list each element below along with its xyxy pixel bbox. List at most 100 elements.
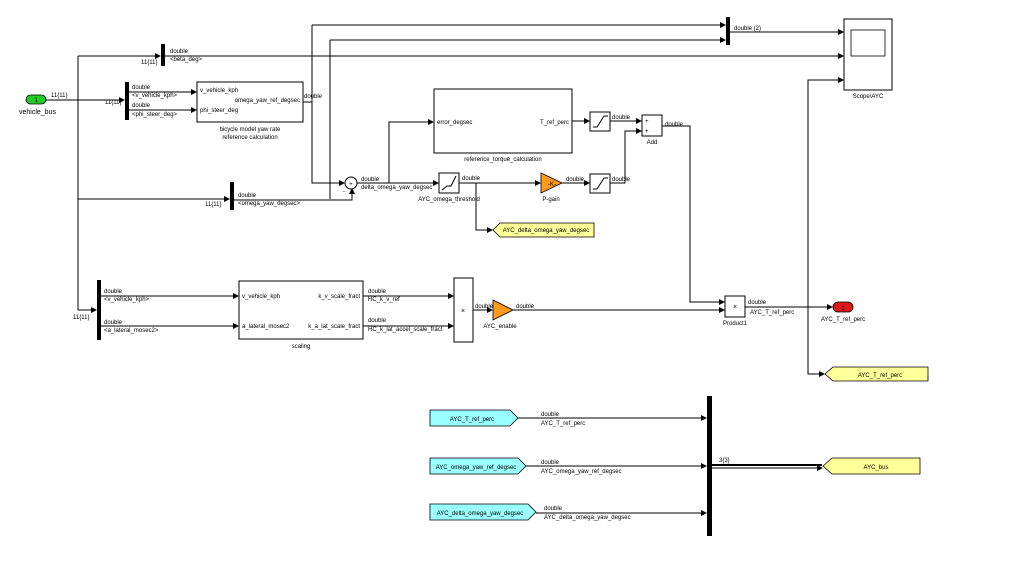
svg-text:<v_vehicle_kph>: <v_vehicle_kph> <box>132 93 178 99</box>
svg-text:AYC_T_ref_perc: AYC_T_ref_perc <box>450 417 494 423</box>
svg-text:<phi_steer_deg>: <phi_steer_deg> <box>132 112 178 118</box>
saturation-upper[interactable] <box>589 111 611 132</box>
svg-text:double: double <box>304 94 323 100</box>
svg-text:11{11}: 11{11} <box>141 60 157 66</box>
reference-torque-block[interactable]: error_degsec T_ref_perc <box>433 88 573 154</box>
svg-text:double: double <box>566 177 585 183</box>
scaling-block[interactable]: v_vehicle_kph a_lateral_mosec2 k_v_scale… <box>238 280 364 340</box>
svg-text:+: + <box>645 129 649 135</box>
inport-vehicle-bus[interactable]: 1 <box>25 94 47 105</box>
svg-text:AYC_T_ref_perc: AYC_T_ref_perc <box>750 310 794 316</box>
sum-minus-sign: - <box>343 189 345 195</box>
svg-text:AYC_bus: AYC_bus <box>864 465 889 471</box>
bus-trunk <box>46 99 79 310</box>
svg-text:×: × <box>461 308 465 315</box>
svg-text:<omega_yaw_degsec>: <omega_yaw_degsec> <box>238 201 301 207</box>
svg-text:double: double <box>170 49 189 55</box>
svg-text:double: double <box>361 177 380 183</box>
outport-label: AYC_T_ref_perc <box>821 317 865 323</box>
goto-tag-ayc-bus[interactable]: AYC_bus <box>822 457 921 475</box>
svg-text:+: + <box>645 119 649 125</box>
svg-text:AYC_delta_omega_yaw_degsec: AYC_delta_omega_yaw_degsec <box>503 228 590 234</box>
reference-torque-caption: reference_torque_calculation <box>464 157 541 163</box>
p-gain-label: P-gain <box>542 197 559 203</box>
omega-threshold-block[interactable] <box>438 172 460 194</box>
svg-text:double: double <box>475 304 494 310</box>
svg-text:×: × <box>733 304 737 311</box>
product1-label: Product1 <box>723 321 748 327</box>
svg-text:double: double <box>665 122 684 128</box>
svg-text:1: 1 <box>34 98 38 104</box>
svg-text:<beta_deg>: <beta_deg> <box>170 57 203 63</box>
svg-text:double: double <box>748 300 767 306</box>
svg-text:double: double <box>541 412 560 418</box>
svg-text:double: double <box>104 320 123 326</box>
svg-text:double: double <box>462 176 481 182</box>
bus-selector-omega-yaw[interactable] <box>230 182 234 210</box>
inport-vehicle-bus-label: vehicle_bus <box>19 109 56 116</box>
sum-block[interactable]: + <box>344 176 358 190</box>
svg-text:double: double <box>612 177 631 183</box>
svg-text:-K-: -K- <box>548 182 556 188</box>
ayc-enable-gain[interactable] <box>492 299 514 321</box>
svg-text:v_vehicle_kph: v_vehicle_kph <box>200 88 238 94</box>
goto-tag-t-ref[interactable]: AYC_T_ref_perc <box>824 366 929 382</box>
scope-block[interactable] <box>843 18 893 91</box>
svg-text:double (2): double (2) <box>734 26 761 32</box>
svg-text:<a_lateral_mosec2>: <a_lateral_mosec2> <box>104 328 159 334</box>
bicycle-caption-2: reference calculation <box>222 135 277 141</box>
scaling-caption: scaling <box>292 344 311 350</box>
outport-ayc-t-ref[interactable]: 1 <box>832 301 854 313</box>
svg-text:delta_omega_yaw_degsec: delta_omega_yaw_degsec <box>361 185 432 191</box>
svg-text:double: double <box>132 103 151 109</box>
svg-text:AYC_T_ref_perc: AYC_T_ref_perc <box>541 421 585 427</box>
svg-text:AYC_omega_yaw_ref_degsec: AYC_omega_yaw_ref_degsec <box>436 465 517 471</box>
svg-text:3{3}: 3{3} <box>719 458 730 464</box>
bus-creator[interactable] <box>707 396 712 536</box>
svg-text:double: double <box>612 115 631 121</box>
bicycle-model-block[interactable]: v_vehicle_kph phi_steer_deg omega_yaw_re… <box>196 81 304 123</box>
svg-text:AYC_delta_omega_yaw_degsec: AYC_delta_omega_yaw_degsec <box>544 515 631 521</box>
from-tag-t-ref[interactable]: AYC_T_ref_perc <box>429 409 519 427</box>
bus-dim-label-main: 11{11} <box>51 93 67 99</box>
svg-text:k_a_lat_scale_fract: k_a_lat_scale_fract <box>308 324 360 330</box>
svg-text:+: + <box>349 182 353 188</box>
svg-text:11{11}: 11{11} <box>105 100 121 106</box>
svg-text:double: double <box>544 506 563 512</box>
svg-text:omega_yaw_ref_degsec: omega_yaw_ref_degsec <box>235 98 300 104</box>
from-tag-delta-omega[interactable]: AYC_delta_omega_yaw_degsec <box>429 503 537 521</box>
svg-text:HC_k_lat_accel_scale_fract: HC_k_lat_accel_scale_fract <box>368 327 443 333</box>
bus-selector-beta[interactable] <box>161 44 165 66</box>
mux-scope[interactable] <box>726 17 730 45</box>
omega-threshold-label: AYC_omega_threshold <box>418 197 480 203</box>
svg-text:double: double <box>132 85 151 91</box>
saturation-lower[interactable] <box>589 173 611 194</box>
svg-text:v_vehicle_kph: v_vehicle_kph <box>242 294 280 300</box>
add-block[interactable]: + + <box>641 114 663 137</box>
from-tag-omega-yaw-ref[interactable]: AYC_omega_yaw_ref_degsec <box>429 457 527 475</box>
svg-text:11{11}: 11{11} <box>205 202 221 208</box>
svg-text:k_v_scale_fract: k_v_scale_fract <box>318 294 360 300</box>
svg-text:double: double <box>368 318 387 324</box>
svg-text:error_degsec: error_degsec <box>437 120 472 126</box>
bus-selector-vehicle[interactable] <box>125 82 129 120</box>
svg-text:double: double <box>541 460 560 466</box>
add-label: Add <box>647 140 658 146</box>
svg-text:double: double <box>368 289 387 295</box>
product1-block[interactable]: × <box>724 295 746 318</box>
svg-text:1: 1 <box>841 306 845 312</box>
product-scaling-block[interactable]: × <box>453 277 474 343</box>
bicycle-caption-1: bicycle model yaw rate <box>220 127 281 133</box>
svg-text:double: double <box>104 289 123 295</box>
svg-text:double: double <box>238 193 257 199</box>
svg-text:11{11}: 11{11} <box>73 315 89 321</box>
svg-text:AYC_delta_omega_yaw_degsec: AYC_delta_omega_yaw_degsec <box>437 511 524 517</box>
ayc-enable-label: AYC_enable <box>483 324 517 330</box>
p-gain-block[interactable]: -K- <box>540 172 563 194</box>
goto-tag-delta-omega[interactable]: AYC_delta_omega_yaw_degsec <box>492 222 595 238</box>
bus-selector-scaling[interactable] <box>97 280 101 340</box>
svg-text:<v_vehicle_kph>: <v_vehicle_kph> <box>104 297 150 303</box>
scope-label: Scope\AYC <box>853 94 884 100</box>
svg-text:AYC_omega_yaw_ref_degsec: AYC_omega_yaw_ref_degsec <box>541 469 622 475</box>
